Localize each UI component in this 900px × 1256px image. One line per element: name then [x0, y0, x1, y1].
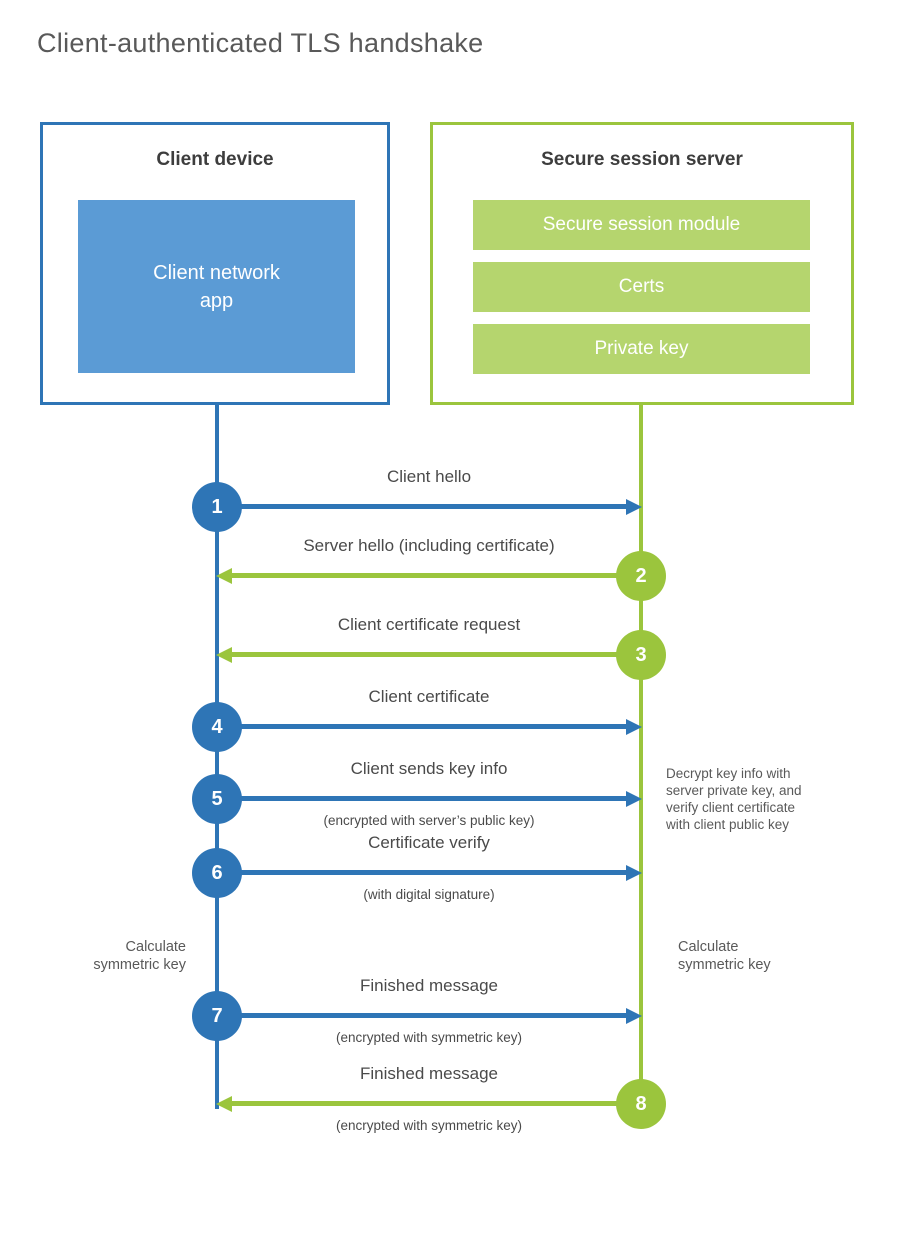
arrow-head	[626, 499, 642, 515]
server-module-private-key: Private key	[473, 324, 810, 374]
message-label: Finished message	[360, 1064, 498, 1083]
step-row: Client certificate	[217, 687, 642, 765]
arrow-head	[626, 719, 642, 735]
calc-symmetric-key-note-left: Calculate symmetric key	[46, 938, 186, 974]
arrow-shaft	[230, 1101, 641, 1106]
arrow-head	[216, 647, 232, 663]
arrow-head	[216, 1096, 232, 1112]
message-sublabel: (encrypted with symmetric key)	[335, 1030, 523, 1045]
note-line: symmetric key	[93, 957, 186, 973]
note-line: with client public key	[666, 817, 790, 832]
step-row: Client certificate request	[216, 615, 641, 693]
message-sublabel: (encrypted with symmetric key)	[335, 1118, 523, 1133]
client-app-line: app	[199, 289, 234, 312]
arrow-shaft	[217, 1013, 628, 1018]
arrow-left-icon	[216, 568, 641, 584]
arrow-right-icon	[217, 719, 642, 735]
server-module-secure-session: Secure session module	[473, 200, 810, 250]
step-row: Server hello (including certificate)	[216, 536, 641, 614]
server-lifeline	[639, 404, 643, 1104]
step-circle: 5	[192, 774, 242, 824]
client-app-line: Client network	[153, 261, 280, 284]
calc-symmetric-key-note-right: Calculate symmetric key	[678, 938, 771, 974]
arrow-shaft	[217, 724, 628, 729]
server-title: Secure session server	[541, 149, 743, 170]
arrow-right-icon	[217, 499, 642, 515]
message-sublabel: (with digital signature)	[363, 887, 495, 902]
step-circle: 1	[192, 482, 242, 532]
step-circle: 4	[192, 702, 242, 752]
step-row: Finished message (encrypted with symmetr…	[217, 976, 642, 1054]
message-label: Finished message	[360, 976, 498, 995]
message-label: Client certificate	[368, 687, 490, 706]
arrow-right-icon	[217, 865, 642, 881]
step-circle: 6	[192, 848, 242, 898]
message-label: Client certificate request	[337, 615, 521, 634]
message-label: Server hello (including certificate)	[303, 536, 555, 555]
note-line: symmetric key	[678, 957, 771, 973]
step-row: Certificate verify (with digital signatu…	[217, 833, 642, 911]
arrow-right-icon	[217, 1008, 642, 1024]
step-circle: 8	[616, 1079, 666, 1129]
arrow-head	[216, 568, 232, 584]
arrow-shaft	[230, 652, 641, 657]
note-line: Calculate	[125, 939, 186, 955]
page-title: Client-authenticated TLS handshake	[37, 28, 484, 58]
message-sublabel: (encrypted with server’s public key)	[323, 813, 535, 828]
step-circle: 7	[192, 991, 242, 1041]
client-device-title: Client device	[156, 149, 274, 170]
step-circle: 3	[616, 630, 666, 680]
note-line: Calculate	[678, 939, 739, 955]
arrow-shaft	[217, 504, 628, 509]
arrow-right-icon	[217, 791, 642, 807]
arrow-shaft	[217, 870, 628, 875]
note-line: verify client certificate	[666, 800, 796, 815]
step-circle: 2	[616, 551, 666, 601]
step-row: Client sends key info (encrypted with se…	[217, 759, 642, 837]
decrypt-note: Decrypt key info with server private key…	[666, 765, 802, 833]
arrow-shaft	[230, 573, 641, 578]
note-line: Decrypt key info with	[666, 766, 791, 781]
arrow-head	[626, 1008, 642, 1024]
client-lifeline	[215, 404, 219, 1109]
arrow-left-icon	[216, 647, 641, 663]
arrow-left-icon	[216, 1096, 641, 1112]
arrow-shaft	[217, 796, 628, 801]
server-module-certs: Certs	[473, 262, 810, 312]
note-line: server private key, and	[666, 783, 802, 798]
step-row: Finished message (encrypted with symmetr…	[216, 1064, 641, 1142]
arrow-head	[626, 791, 642, 807]
arrow-head	[626, 865, 642, 881]
step-row: Client hello	[217, 467, 642, 545]
message-label: Client sends key info	[350, 759, 508, 778]
client-network-app-box: Client network app	[78, 200, 355, 373]
message-label: Certificate verify	[368, 833, 490, 852]
message-label: Client hello	[386, 467, 472, 486]
